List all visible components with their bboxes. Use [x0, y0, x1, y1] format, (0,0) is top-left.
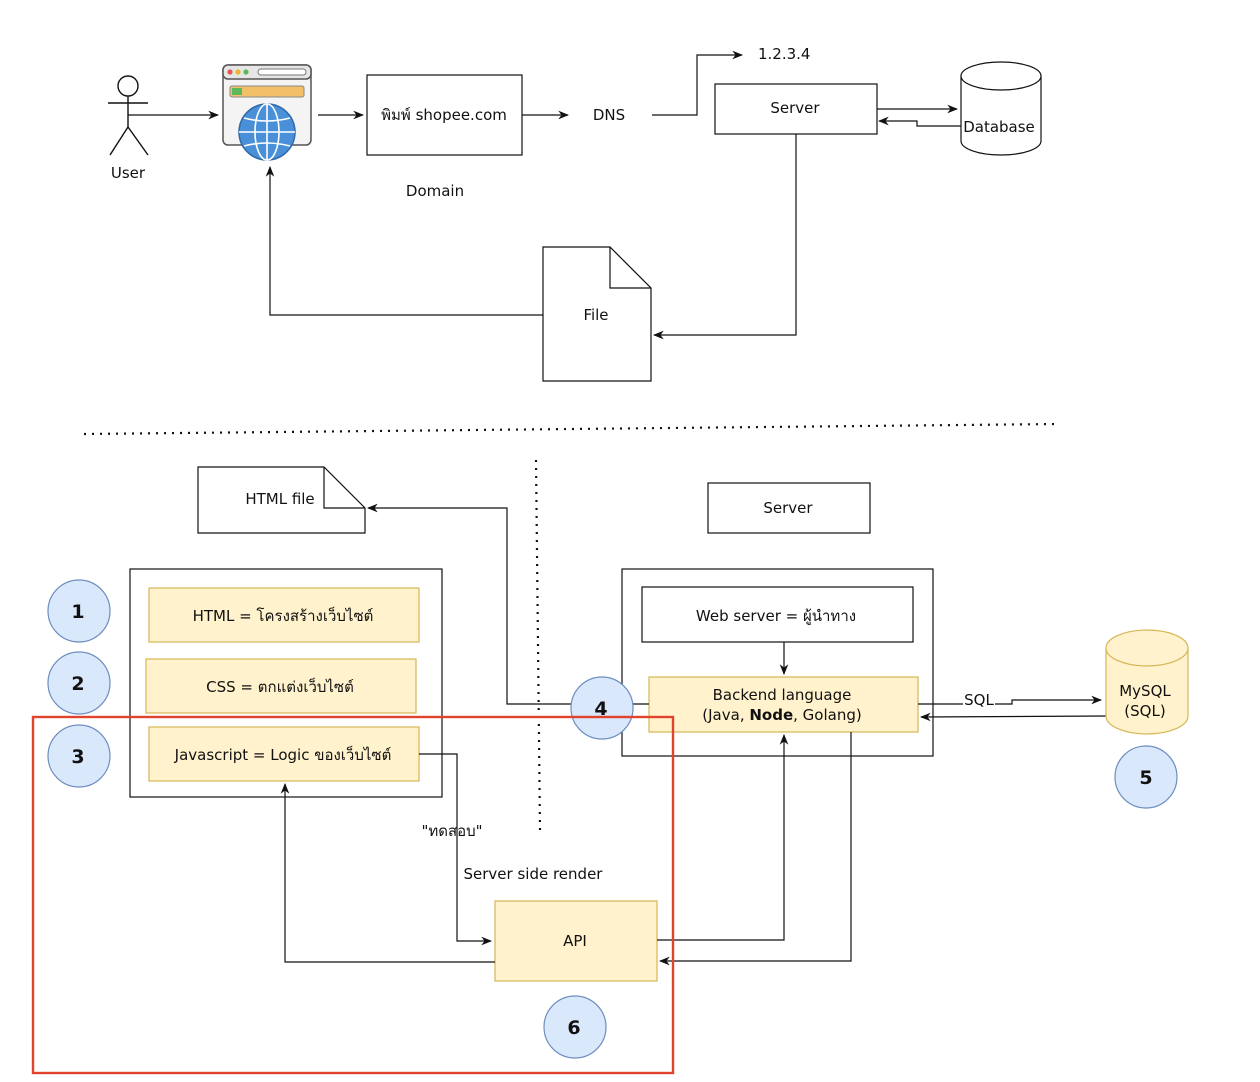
edge-database-server — [877, 116, 961, 127]
file-document — [542, 246, 652, 382]
mysql-cylinder — [1105, 629, 1189, 735]
badge-2-label: 2 — [71, 673, 84, 695]
edge-file-browser — [265, 165, 543, 316]
badge-5 — [1114, 745, 1178, 809]
api-note — [494, 900, 658, 982]
edge-dns-ip — [652, 50, 744, 116]
sql-label-bg — [963, 691, 995, 707]
search-box — [366, 74, 523, 156]
javascript-note — [148, 726, 420, 782]
user-actor-icon — [108, 75, 149, 156]
edge-mysql-backend — [919, 712, 1107, 722]
css-note — [145, 658, 417, 714]
badge-5-label: 5 — [1139, 767, 1152, 789]
edge-api-javascript — [280, 782, 495, 963]
badge-6-label: 6 — [567, 1017, 580, 1039]
sql-label: SQL — [964, 691, 994, 709]
test-label: "ทดสอบ" — [421, 822, 482, 840]
domain-label: Domain — [406, 182, 464, 200]
badge-2 — [47, 651, 111, 715]
user-label: User — [111, 164, 146, 182]
mysql-line1: MySQL — [1119, 682, 1171, 700]
api-label: API — [563, 932, 587, 950]
server-header-label: Server — [763, 499, 813, 517]
vertical-divider — [534, 459, 542, 831]
dns-label: DNS — [593, 106, 625, 124]
highlight-frame — [31, 715, 675, 1075]
edge-server-file — [652, 134, 797, 340]
database-label: Database — [963, 118, 1035, 136]
server-box — [714, 83, 878, 135]
backend-note — [648, 676, 919, 733]
edge-javascript-api — [419, 753, 493, 946]
html-file-label: HTML file — [245, 490, 314, 508]
edge-backend-api — [658, 732, 852, 966]
backend-line1: Backend language — [713, 686, 852, 704]
javascript-note-label: Javascript = Logic ของเว็บไซต์ — [174, 745, 392, 764]
html-note — [148, 587, 420, 643]
browser-globe-icon — [222, 64, 312, 161]
badge-1-label: 1 — [71, 601, 84, 623]
ssr-label: Server side render — [464, 865, 604, 883]
edge-backend-mysql — [918, 695, 1103, 705]
badge-4-label: 4 — [594, 698, 607, 720]
edge-api-backend — [657, 733, 789, 941]
search-label: พิมพ์ shopee.com — [381, 106, 507, 124]
web-server-label: Web server = ผู้นำทาง — [696, 607, 856, 625]
html-note-label: HTML = โครงสร้างเว็บไซต์ — [193, 606, 374, 625]
badge-1 — [47, 579, 111, 643]
mysql-line2: (SQL) — [1124, 702, 1165, 720]
badge-3-label: 3 — [71, 746, 84, 768]
html-file-document — [197, 466, 366, 534]
horizontal-divider — [83, 422, 1059, 436]
file-label: File — [583, 306, 608, 324]
web-server-box — [641, 586, 914, 643]
server-label: Server — [770, 99, 820, 117]
badge-3 — [47, 724, 111, 788]
html-file-fold — [323, 467, 365, 509]
css-note-label: CSS = ตกแต่งเว็บไซต์ — [206, 677, 354, 696]
ip-label: 1.2.3.4 — [758, 45, 810, 63]
badge-6 — [543, 995, 607, 1059]
file-fold — [609, 247, 651, 289]
database-cylinder — [960, 61, 1042, 156]
backend-line2: (Java, Node, Golang) — [702, 706, 861, 724]
server-header-box — [707, 482, 871, 534]
badge-4 — [570, 676, 634, 740]
